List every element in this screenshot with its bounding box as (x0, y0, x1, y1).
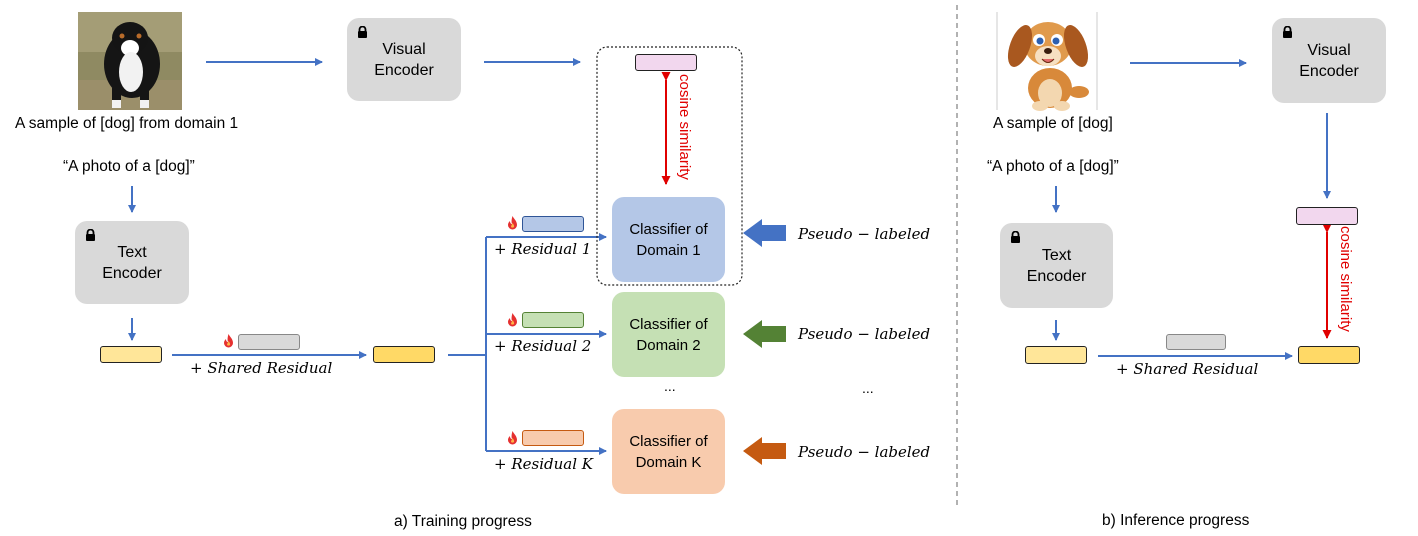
training-prompt: “A photo of a [dog]” (63, 158, 195, 175)
training-image-caption: A sample of [dog] from domain 1 (15, 115, 239, 132)
cosine-label-training: cosine similarity (676, 74, 693, 180)
fire-icon (224, 334, 233, 348)
image-embedding-inference (1296, 207, 1358, 225)
dog-photo (78, 12, 182, 110)
fire-icon (508, 216, 517, 230)
classifier-domain-k: Classifier of Domain K (612, 409, 725, 494)
text-embedding-inference (1025, 346, 1087, 364)
visual-encoder-label: Visual Encoder (374, 40, 434, 79)
fire-icon (508, 313, 517, 327)
lock-icon (1011, 231, 1020, 243)
inference-prompt: “A photo of a [dog]” (987, 158, 1119, 175)
pseudo-arrow-k (743, 437, 786, 465)
classifier-domain-2: Classifier of Domain 2 (612, 292, 725, 377)
pseudo-label-2: Pseudo − labeled (798, 325, 931, 343)
residual-1-label: + Residual 1 (494, 240, 592, 258)
lock-icon (86, 229, 95, 241)
lock-icon (1283, 26, 1292, 38)
pseudo-ellipsis: ... (862, 380, 874, 396)
residual-k-vector (522, 430, 584, 446)
cosine-label-inference: cosine similarity (1337, 226, 1354, 332)
residual-2-vector (522, 312, 584, 328)
text-encoder-training: Text Encoder (75, 221, 189, 304)
visual-encoder-training: Visual Encoder (347, 18, 461, 101)
training-caption: a) Training progress (394, 513, 532, 530)
pseudo-arrow-2 (743, 320, 786, 348)
visual-encoder-inference: Visual Encoder (1272, 18, 1386, 103)
visual-encoder-inf-label: Visual Encoder (1299, 41, 1359, 80)
pseudo-label-1: Pseudo − labeled (798, 225, 931, 243)
shared-residual-inf-label: + Shared Residual (1116, 360, 1259, 378)
text-embedding-training (100, 346, 162, 363)
inference-image-caption: A sample of [dog] (993, 115, 1113, 132)
adapted-text-embedding (373, 346, 435, 363)
adapted-text-embedding-inference (1298, 346, 1360, 364)
classifier-domain-1: Classifier of Domain 1 (612, 197, 725, 282)
pseudo-arrow-1 (743, 219, 786, 247)
text-encoder-inference: Text Encoder (1000, 223, 1113, 308)
shared-residual-vector-inference (1166, 334, 1226, 350)
shared-residual-vector (238, 334, 300, 350)
residual-1-vector (522, 216, 584, 232)
fire-icon (508, 431, 517, 445)
domain1-dotted-frame (596, 46, 743, 286)
text-encoder-label: Text Encoder (102, 243, 162, 282)
residual-2-label: + Residual 2 (494, 337, 592, 355)
lock-icon (358, 26, 367, 38)
text-encoder-inf-label: Text Encoder (1026, 246, 1087, 285)
cartoon-dog (996, 12, 1098, 111)
shared-residual-label: + Shared Residual (190, 359, 333, 377)
inference-caption: b) Inference progress (1102, 512, 1250, 529)
image-embedding-training (635, 54, 697, 71)
classifier-ellipsis: ... (664, 378, 676, 394)
pseudo-label-k: Pseudo − labeled (798, 443, 931, 461)
residual-k-label: + Residual K (494, 455, 593, 473)
